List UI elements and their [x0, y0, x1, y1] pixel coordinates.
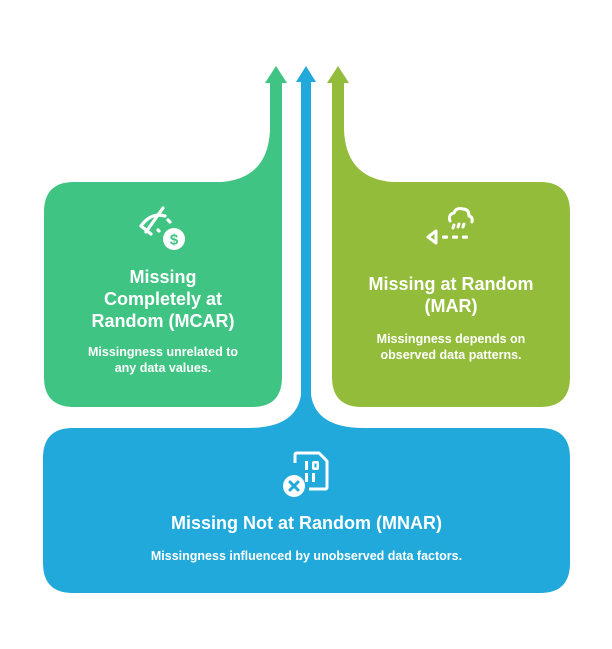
- mnar-arrow-head: [296, 66, 316, 82]
- mcar-title: Missing Completely at Random (MCAR): [91, 267, 235, 331]
- mcar-card: [44, 82, 282, 407]
- mcar-shape: [44, 66, 287, 407]
- mnar-shape: [43, 66, 570, 593]
- mar-text: Missing at Random (MAR) Missingness depe…: [332, 273, 570, 363]
- mnar-card: [43, 82, 570, 593]
- svg-text:$: $: [170, 232, 179, 249]
- mar-shape: [327, 66, 570, 407]
- mar-title: Missing at Random (MAR): [368, 274, 534, 316]
- observation-rain-icon: [426, 207, 474, 245]
- mnar-text: Missing Not at Random (MNAR) Missingness…: [43, 512, 570, 564]
- mar-card: [332, 82, 570, 407]
- mar-arrow-head: [327, 66, 349, 83]
- mnar-description: Missingness influenced by unobserved dat…: [150, 549, 463, 563]
- hidden-money-icon: $: [139, 206, 185, 250]
- mnar-title: Missing Not at Random (MNAR): [171, 513, 442, 533]
- mar-description: Missingness depends on observed data pat…: [376, 332, 526, 362]
- missing-data-file-icon: [283, 451, 329, 497]
- mcar-description: Missingness unrelated to any data values…: [87, 345, 239, 375]
- mcar-text: Missing Completely at Random (MCAR) Miss…: [44, 266, 282, 376]
- mcar-arrow-head: [265, 66, 287, 83]
